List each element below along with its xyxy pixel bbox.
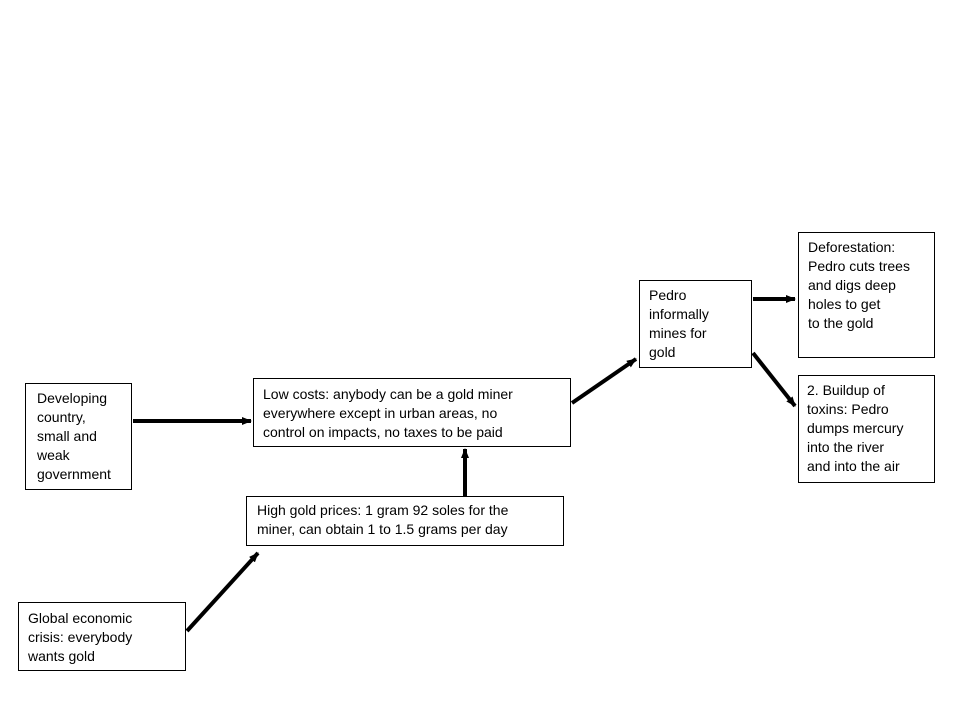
node-line: weak <box>37 447 70 463</box>
node-line: everywhere except in urban areas, no <box>263 405 498 421</box>
node-line: holes to get <box>808 296 881 312</box>
node-line: to the gold <box>808 315 874 331</box>
node-line: government <box>37 466 111 482</box>
node-line: crisis: everybody <box>28 629 133 645</box>
node-line: country, <box>37 409 86 425</box>
node-line: Pedro <box>649 287 687 303</box>
node-line: Deforestation: <box>808 239 896 255</box>
node-low-costs: Low costs: anybody can be a gold miner e… <box>253 378 571 447</box>
node-line: control on impacts, no taxes to be paid <box>263 424 503 440</box>
arrow-low-costs-to-pedro <box>570 357 638 405</box>
node-line: into the river <box>807 439 885 455</box>
node-pedro-mines: Pedro informally mines for gold <box>639 280 752 368</box>
node-line: Developing <box>37 390 108 406</box>
node-line: informally <box>649 306 709 322</box>
node-line: 2. Buildup of <box>807 382 885 398</box>
node-line: and into the air <box>807 458 900 474</box>
node-line: Low costs: anybody can be a gold miner <box>263 386 513 402</box>
node-high-gold-prices: High gold prices: 1 gram 92 soles for th… <box>246 496 564 546</box>
node-line: mines for <box>649 325 707 341</box>
node-buildup-of-toxins: 2. Buildup of toxins: Pedro dumps mercur… <box>798 375 935 483</box>
node-line: toxins: Pedro <box>807 401 889 417</box>
node-line: dumps mercury <box>807 420 904 436</box>
arrow-global-crisis-to-high-prices <box>185 551 260 633</box>
node-global-economic-crisis: Global economic crisis: everybody wants … <box>18 602 186 671</box>
node-line: High gold prices: 1 gram 92 soles for th… <box>257 502 509 518</box>
node-line: small and <box>37 428 97 444</box>
node-line: Pedro cuts trees <box>808 258 910 274</box>
node-line: gold <box>649 344 676 360</box>
node-deforestation: Deforestation: Pedro cuts trees and digs… <box>798 232 935 358</box>
node-line: wants gold <box>28 648 95 664</box>
node-line: Global economic <box>28 610 133 626</box>
arrow-pedro-to-toxins <box>751 351 797 408</box>
node-developing-country: Developing country, small and weak gover… <box>25 383 132 490</box>
node-line: and digs deep <box>808 277 896 293</box>
node-line: miner, can obtain 1 to 1.5 grams per day <box>257 521 508 537</box>
